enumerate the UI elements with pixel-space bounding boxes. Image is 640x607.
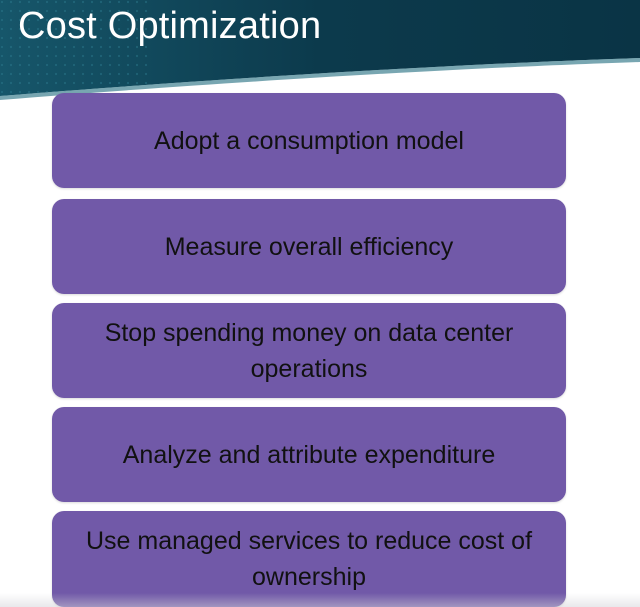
item-box-stop-spending: Stop spending money on data center opera… bbox=[52, 303, 566, 398]
item-box-managed-services: Use managed services to reduce cost of o… bbox=[52, 511, 566, 607]
page-title: Cost Optimization bbox=[18, 5, 322, 47]
bottom-edge bbox=[0, 593, 640, 607]
title-banner: Cost Optimization bbox=[0, 0, 640, 100]
banner-background bbox=[0, 0, 640, 100]
item-box-analyze-expenditure: Analyze and attribute expenditure bbox=[52, 407, 566, 502]
item-box-measure-efficiency: Measure overall efficiency bbox=[52, 199, 566, 294]
item-box-consumption-model: Adopt a consumption model bbox=[52, 93, 566, 188]
